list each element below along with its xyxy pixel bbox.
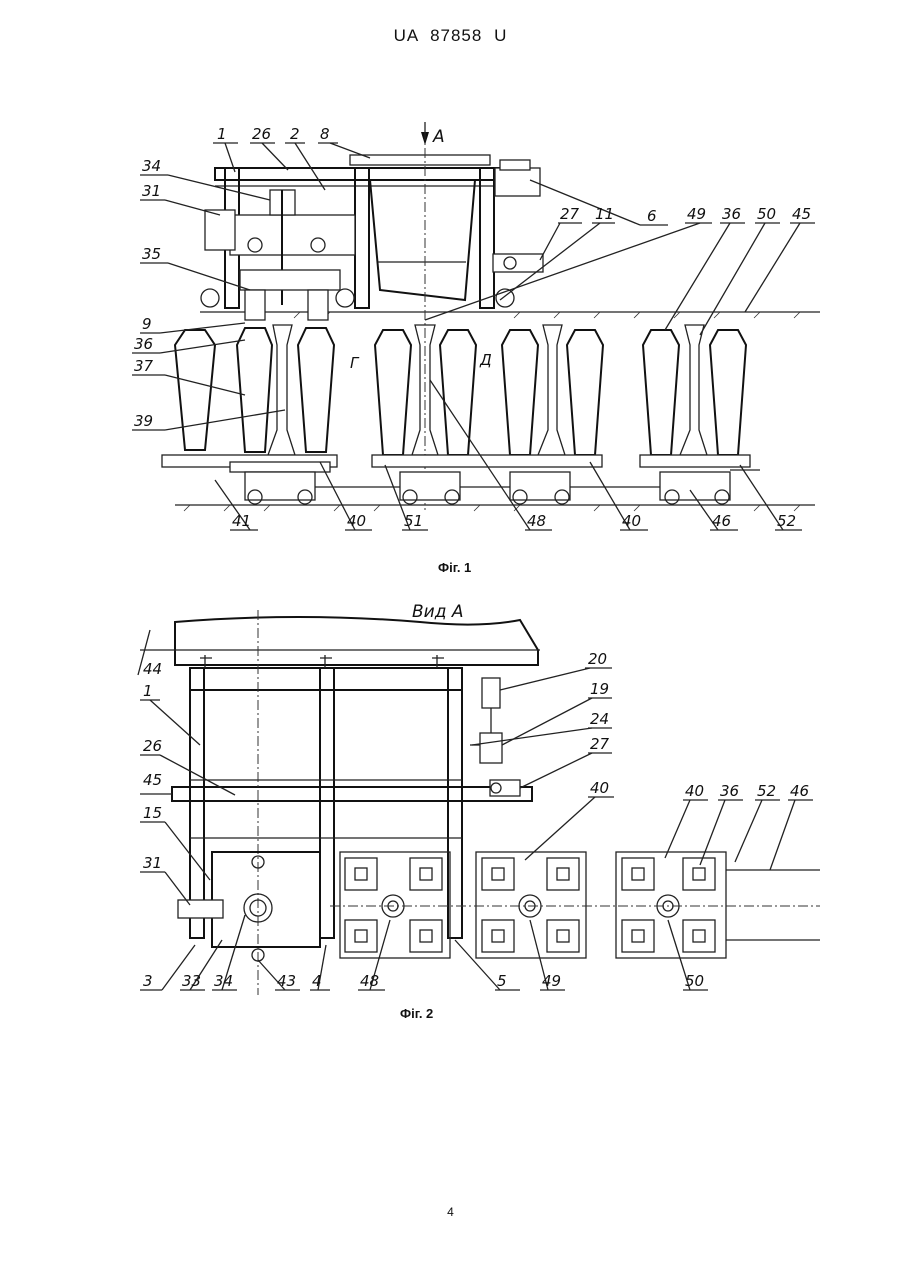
- fig1-label-35: 35: [142, 245, 161, 263]
- fig1-label-31: 31: [142, 182, 161, 200]
- fig2-label-40: 40: [590, 779, 609, 797]
- fig2-label-15: 15: [143, 804, 162, 822]
- fig2-label-5: 5: [497, 972, 507, 990]
- fig1-label-52: 52: [777, 512, 796, 530]
- fig1-label-2: 2: [290, 125, 300, 143]
- fig2-label-31: 31: [143, 854, 162, 872]
- fig2-label-3: 3: [143, 972, 153, 990]
- fig1-label-36b: 36: [722, 205, 741, 223]
- fig2-label-33: 33: [182, 972, 201, 990]
- fig1-label-51: 51: [404, 512, 423, 530]
- fig2-title: Вид А: [412, 602, 464, 622]
- page-number: 4: [0, 1205, 901, 1219]
- fig1-label-27: 27: [560, 205, 580, 223]
- fig1-label-46: 46: [712, 512, 731, 530]
- fig1-label-48: 48: [527, 512, 546, 530]
- fig1-label-D: Д: [479, 351, 492, 369]
- fig1-label-6: 6: [647, 207, 657, 225]
- fig2-label-36: 36: [720, 782, 739, 800]
- fig1-label-45: 45: [792, 205, 811, 223]
- fig1-label-36: 36: [134, 335, 153, 353]
- fig2-label-52: 52: [757, 782, 776, 800]
- fig1-label-G: Г: [350, 354, 360, 372]
- fig1-label-8: 8: [320, 125, 330, 143]
- fig2-label-46: 46: [790, 782, 809, 800]
- fig2-label-1: 1: [143, 682, 153, 700]
- fig2-label-20: 20: [588, 650, 607, 668]
- fig2-label-45: 45: [143, 771, 162, 789]
- fig2-label-48: 48: [360, 972, 379, 990]
- fig1-label-40b: 40: [622, 512, 641, 530]
- figure-1-drawing: 1 26 2 8 34 31 35 9 36 37 39 27 11 6 49 …: [0, 0, 901, 560]
- fig1-label-34: 34: [142, 157, 161, 175]
- fig2-label-43: 43: [277, 972, 296, 990]
- fig1-label-1: 1: [217, 125, 227, 143]
- figure-2-caption: Фіг. 2: [400, 1006, 433, 1021]
- fig1-label-50: 50: [757, 205, 776, 223]
- fig2-label-24: 24: [590, 710, 609, 728]
- fig1-label-9: 9: [142, 315, 152, 333]
- fig2-label-44: 44: [143, 660, 162, 678]
- fig2-label-4: 4: [312, 972, 322, 990]
- fig1-view-arrow-label: А: [432, 127, 445, 147]
- fig2-label-19: 19: [590, 680, 609, 698]
- fig1-label-37: 37: [134, 357, 154, 375]
- fig1-label-11: 11: [595, 205, 614, 223]
- fig1-label-49: 49: [687, 205, 706, 223]
- fig1-label-40: 40: [347, 512, 366, 530]
- fig1-label-26: 26: [252, 125, 271, 143]
- fig2-label-49: 49: [542, 972, 561, 990]
- fig1-label-39: 39: [134, 412, 153, 430]
- fig2-label-34: 34: [214, 972, 233, 990]
- fig2-label-50: 50: [685, 972, 704, 990]
- fig2-label-27: 27: [590, 735, 610, 753]
- figure-1-caption: Фіг. 1: [438, 560, 471, 575]
- fig1-label-41: 41: [232, 512, 251, 530]
- fig2-label-40b: 40: [685, 782, 704, 800]
- fig2-label-26: 26: [143, 737, 162, 755]
